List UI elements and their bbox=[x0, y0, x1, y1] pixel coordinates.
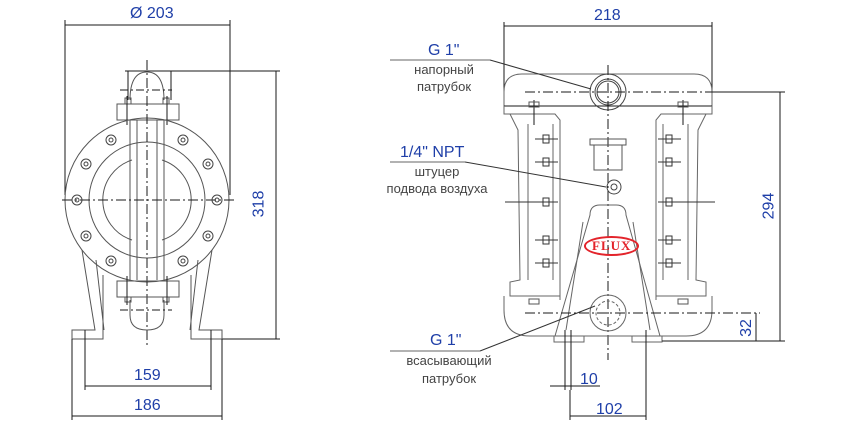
callout-outlet-line2: патрубок bbox=[416, 79, 472, 94]
dimension-front-height: 294 bbox=[760, 192, 778, 220]
dimension-side-height: 318 bbox=[250, 190, 268, 218]
dimension-foot-spacing: 102 bbox=[596, 401, 623, 418]
callout-air-line1: штуцер bbox=[414, 164, 460, 179]
dimension-foot-slot: 10 bbox=[580, 371, 598, 388]
callout-air-line2: подвода воздуха bbox=[386, 181, 488, 196]
flux-logo: FLUX bbox=[584, 236, 640, 256]
front-view bbox=[390, 22, 785, 420]
callout-suction-line2: патрубок bbox=[421, 371, 477, 386]
dimension-diameter: Ø 203 bbox=[130, 5, 174, 22]
dimension-inlet-height: 32 bbox=[737, 319, 755, 337]
callout-outlet-line1: напорный bbox=[414, 62, 474, 77]
callout-air-spec: 1/4" NPT bbox=[400, 144, 465, 161]
side-view bbox=[62, 20, 280, 420]
dimension-outer-base-width: 186 bbox=[134, 397, 161, 414]
callout-suction-line1: всасывающий bbox=[406, 353, 492, 368]
callout-outlet-spec: G 1" bbox=[428, 42, 460, 59]
dimension-inner-base-width: 159 bbox=[134, 367, 161, 384]
dimension-front-width: 218 bbox=[594, 7, 621, 24]
callout-suction-spec: G 1" bbox=[430, 332, 462, 349]
